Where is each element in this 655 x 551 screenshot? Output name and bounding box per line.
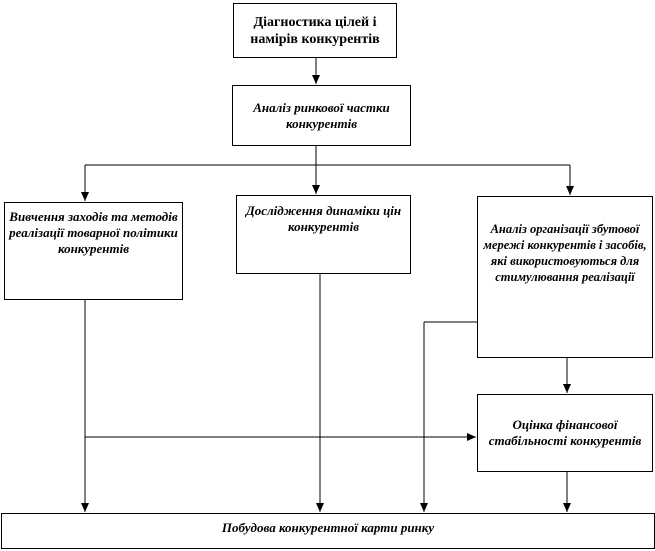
box-financial-stability: Оцінка фінансової стабільності конкурент… [477,394,653,472]
box-financial-stability-label: Оцінка фінансової стабільності конкурент… [488,417,642,448]
box-sales-network-label: Аналіз організації збутової мережі конку… [483,222,647,284]
box-price-dynamics-label: Дослідження динаміки цін конкурентів [245,203,402,234]
box-methods-label: Вивчення заходів та методів реалізації т… [9,209,178,256]
box-market-share-label: Аналіз ринкової частки конкурентів [253,99,390,131]
box-methods: Вивчення заходів та методів реалізації т… [4,202,183,300]
box-market-share: Аналіз ринкової частки конкурентів [232,85,411,146]
box-diagnostics: Діагностика цілей і намірів конкурентів [233,3,397,58]
box-competitive-map: Побудова конкурентної карти ринку [1,513,655,549]
box-price-dynamics: Дослідження динаміки цін конкурентів [236,195,411,274]
box-competitive-map-label: Побудова конкурентної карти ринку [221,520,435,535]
box-sales-network: Аналіз організації збутової мережі конку… [477,196,653,358]
box-diagnostics-label: Діагностика цілей і намірів конкурентів [250,14,380,47]
